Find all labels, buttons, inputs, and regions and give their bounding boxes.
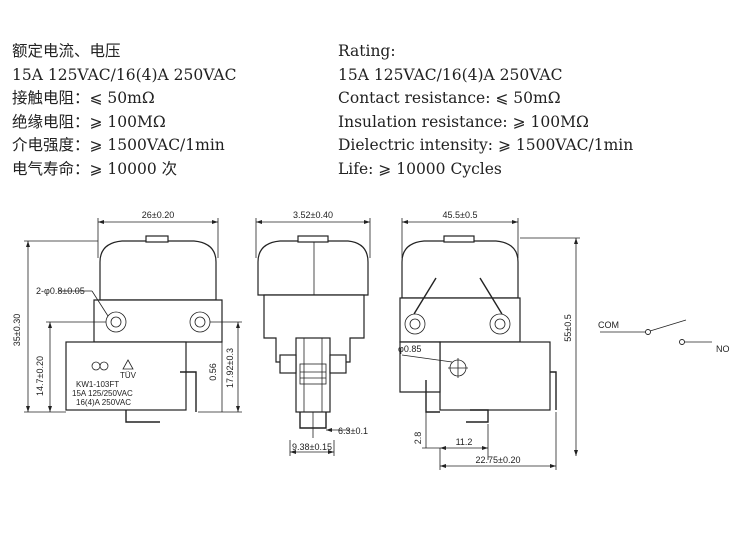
front-view: 26±0.20 TÜV KW1-103FT 15A 125/250VAC 16(… — [12, 210, 242, 423]
spec-line: 电气寿命：⩾ 10000 次 — [12, 159, 178, 178]
spec-line: Life: ⩾ 10000 Cycles — [338, 159, 502, 178]
spec-line: Contact resistance: ⩽ 50mΩ — [338, 89, 561, 107]
front-label-rating1: 15A 125/250VAC — [72, 389, 133, 398]
side-width-dim: 3.52±0.40 — [293, 210, 333, 220]
front-label-model: KW1-103FT — [76, 380, 119, 389]
spec-line: 介电强度：⩾ 1500VAC/1min — [12, 136, 225, 154]
back-pin-dim: 11.2 — [456, 437, 473, 447]
back-hole-dim: φ0.85 — [398, 344, 421, 354]
spec-line: 接触电阻：⩽ 50mΩ — [12, 89, 155, 107]
back-view: 45.5±0.5 φ0.85 55±0.5 2.8 — [398, 210, 580, 470]
switch-schematic: COM NO — [598, 319, 730, 354]
spec-line: 绝缘电阻：⩾ 100MΩ — [12, 112, 166, 131]
front-hole-dim: 2-φ0.8±0.05 — [36, 286, 85, 296]
back-width-dim: 45.5±0.5 — [443, 210, 478, 220]
back-height-dim: 55±0.5 — [563, 314, 573, 341]
side-base-dim: 9.38±0.15 — [292, 442, 332, 452]
spec-line: Dielectric intensity: ⩾ 1500VAC/1min — [338, 136, 634, 154]
spec-line: Insulation resistance: ⩾ 100MΩ — [338, 112, 589, 131]
spec-line: Rating: — [338, 42, 396, 60]
front-pin-dim: 0.56 — [208, 363, 218, 381]
side-foot-dim: 6.3±0.1 — [338, 426, 368, 436]
schematic-com-label: COM — [598, 320, 619, 330]
svg-text:TÜV: TÜV — [120, 371, 137, 380]
schematic-no-label: NO — [716, 344, 730, 354]
back-offset-dim: 2.8 — [413, 432, 423, 445]
front-body-height-dim: 14.7±0.20 — [35, 356, 45, 396]
side-view: 3.52±0.40 6.3±0.1 9.38±0.15 — [255, 210, 371, 456]
front-pin-height-dim: 17.92±0.3 — [225, 348, 235, 388]
spec-line: 15A 125VAC/16(4)A 250VAC — [338, 65, 563, 84]
front-width-dim: 26±0.20 — [142, 210, 174, 220]
spec-line: 15A 125VAC/16(4)A 250VAC — [12, 65, 237, 84]
specs-english: Rating: 15A 125VAC/16(4)A 250VAC Contact… — [338, 40, 633, 181]
spec-line: 额定电流、电压 — [12, 42, 121, 60]
back-base-dim: 22.75±0.20 — [476, 455, 521, 465]
front-height-dim: 35±0.30 — [12, 314, 22, 346]
front-label-rating2: 16(4)A 250VAC — [76, 398, 131, 407]
specs-chinese: 额定电流、电压 15A 125VAC/16(4)A 250VAC 接触电阻：⩽ … — [12, 40, 236, 181]
